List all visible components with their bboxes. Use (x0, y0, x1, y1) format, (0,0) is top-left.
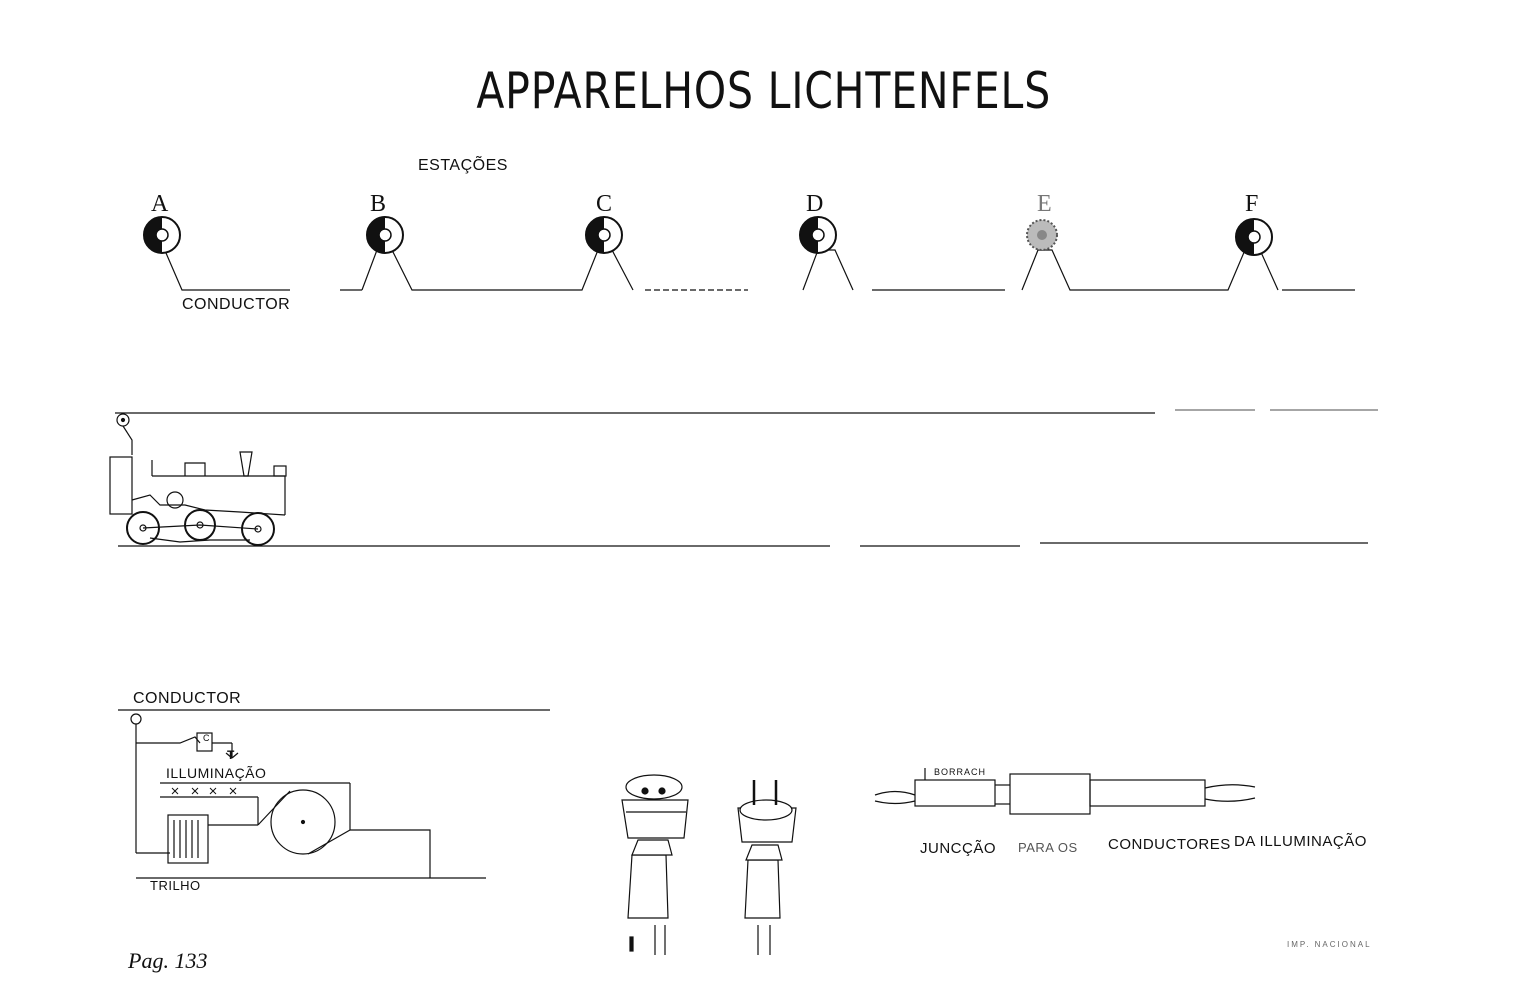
station-label-d: D (806, 191, 824, 217)
station-label-a: A (151, 191, 169, 217)
circuit-conductor-label: CONDUCTOR (133, 690, 242, 707)
station-lamp-a (143, 216, 181, 254)
station-lamp-e (1026, 219, 1058, 251)
component-c-label: C (203, 733, 210, 743)
page-title: APPARELHOS LICHTENFELS (476, 62, 1052, 120)
station-lamp-d (799, 216, 837, 254)
station-label-f: F (1245, 191, 1259, 217)
stations-conductor-label: CONDUCTOR (182, 296, 291, 313)
page-number: Pag. 133 (128, 948, 208, 973)
junction-caption-3: CONDUCTORES (1108, 836, 1231, 853)
printer-mark: IMP. NACIONAL (1287, 940, 1372, 949)
station-label-c: C (596, 191, 613, 217)
lighting-circuit (118, 709, 550, 879)
rubber-label: BORRACH (934, 767, 987, 777)
socket-connector (621, 774, 689, 955)
junction-caption-2: PARA OS (1018, 840, 1078, 855)
lighting-lamps (171, 787, 237, 795)
station-lamp-f (1235, 218, 1273, 256)
station-label-e: E (1037, 191, 1052, 217)
station-conductor-wire (165, 249, 1355, 291)
stations-heading: ESTAÇÕES (418, 157, 508, 174)
component-t-label: T (227, 748, 235, 762)
lighting-label: ILLUMINAÇÃO (166, 765, 267, 781)
station-label-b: B (370, 191, 387, 217)
rail-label: TRILHO (150, 878, 201, 893)
plug-connector (737, 780, 797, 955)
station-lamp-b (366, 216, 404, 254)
locomotive-icon (109, 413, 287, 546)
locomotive-track (115, 409, 1378, 547)
junction-caption-4: DA ILLUMINAÇÃO (1234, 833, 1367, 850)
junction-caption-1: JUNCÇÃO (920, 840, 997, 857)
cable-junction (874, 768, 1256, 815)
station-lamp-c (585, 216, 623, 254)
